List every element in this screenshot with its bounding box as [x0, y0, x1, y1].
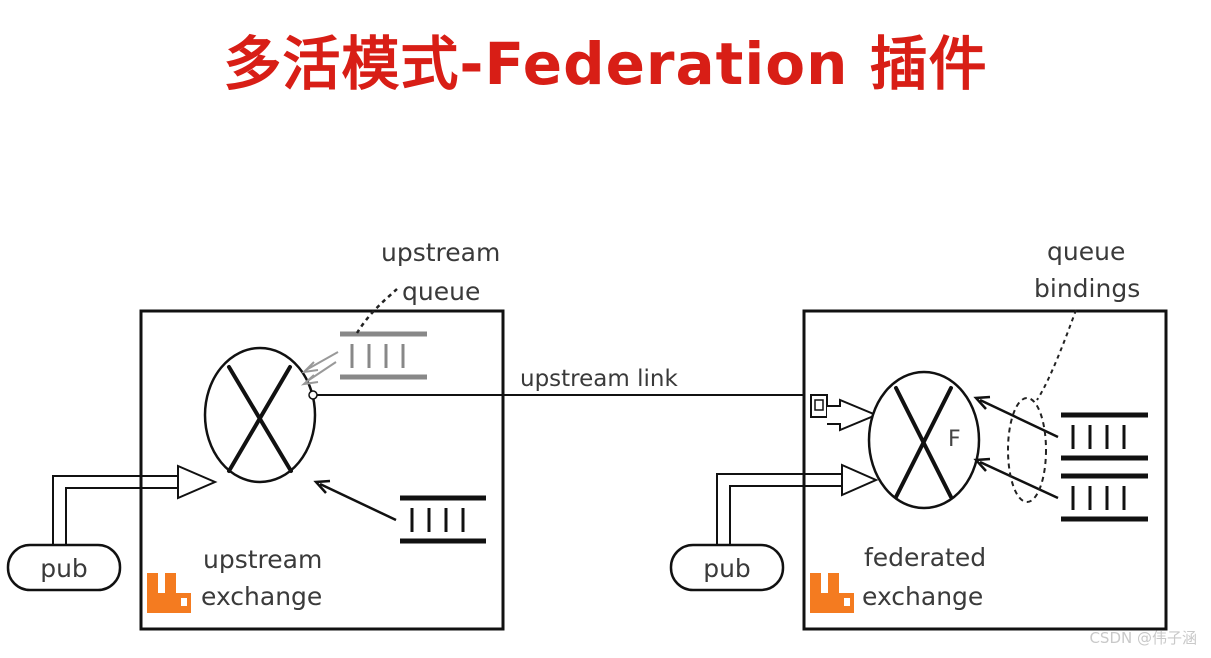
queue-bindings-label-line2: bindings	[1034, 274, 1140, 303]
upstream-exchange-label-line2: exchange	[201, 582, 322, 611]
pub-node-left	[6, 543, 122, 592]
federated-exchange-x-icon	[894, 386, 953, 499]
queue-bindings-leader	[1036, 309, 1077, 401]
federated-queue-bottom-icon	[1061, 473, 1148, 522]
publish-arrow-left	[52, 464, 218, 547]
rabbitmq-logo-icon	[147, 573, 191, 613]
binding-arrow-icon	[313, 479, 397, 522]
watermark: CSDN @伟子涵	[1089, 629, 1197, 647]
upstream-exchange-label-line1: upstream	[203, 545, 322, 574]
exchange-x-icon	[227, 365, 293, 473]
pub-label-right: pub	[703, 554, 751, 583]
upstream-queue-arrow-icon	[300, 351, 339, 386]
publish-arrow-right	[716, 463, 879, 547]
upstream-queue-label-line1: upstream	[381, 238, 500, 267]
federated-exchange-label-line2: exchange	[862, 582, 983, 611]
upstream-queue-label-line2: queue	[402, 277, 480, 306]
upstream-link-label: upstream link	[520, 366, 678, 392]
pub-node-right	[669, 543, 785, 592]
page-title: 多活模式-Federation 插件	[223, 30, 988, 98]
queue-bindings-group	[1007, 397, 1047, 503]
rabbitmq-logo-icon-right	[810, 573, 854, 613]
upstream-broker-box	[139, 309, 505, 631]
queue-bindings-label-line1: queue	[1047, 237, 1125, 266]
federated-exchange-label-line1: federated	[864, 543, 986, 572]
upstream-queue-leader	[355, 288, 398, 334]
federated-queue-top-icon	[1061, 412, 1148, 461]
pub-label-left: pub	[40, 554, 88, 583]
federated-binding-arrows-icon	[973, 395, 1059, 500]
federated-marker: F	[948, 427, 961, 452]
link-connector-dot	[308, 390, 318, 400]
upstream-local-queue-icon	[400, 495, 486, 544]
upstream-queue-icon	[340, 331, 427, 380]
